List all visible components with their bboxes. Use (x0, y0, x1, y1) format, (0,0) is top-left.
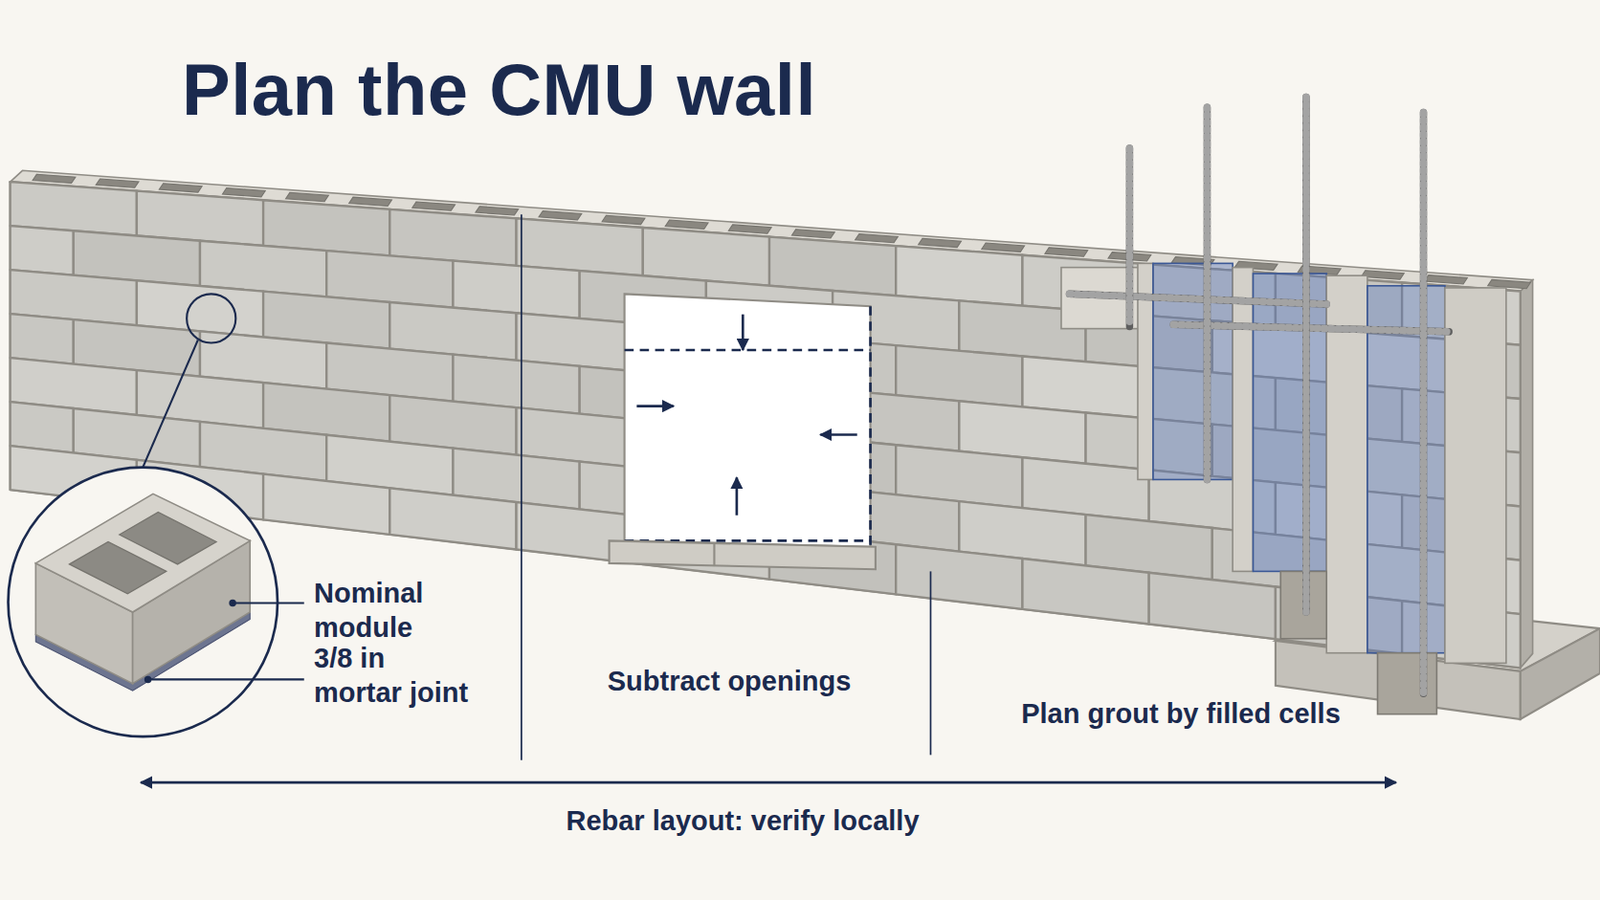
cell-hole (1424, 275, 1468, 285)
cmu-block (389, 488, 516, 550)
cell-hole (918, 238, 962, 247)
cell-hole (475, 206, 519, 216)
part-label: Nominal module (313, 576, 475, 645)
cmu-block (1022, 558, 1149, 624)
cell-hole (222, 188, 266, 198)
cell-hole (855, 233, 899, 243)
span-arrow (140, 781, 1397, 785)
cmu-block (263, 474, 390, 535)
cmu-block (1149, 573, 1276, 640)
cell-hole (95, 178, 139, 188)
detail-callout (8, 293, 305, 737)
cmu-block (10, 313, 74, 365)
cell-hole (349, 197, 393, 206)
cell-hole (158, 183, 202, 193)
cell-hole (412, 201, 456, 211)
cmu-block (895, 544, 1023, 610)
section-dividers (521, 214, 932, 760)
cell-hole (791, 229, 835, 239)
cell-hole (601, 215, 645, 224)
cell-hole (665, 220, 709, 229)
section-label: Subtract openings (601, 664, 858, 699)
grouted-cells (1061, 263, 1507, 714)
cell-hole (32, 174, 76, 183)
rebar (1069, 97, 1450, 695)
wall-opening (609, 293, 876, 570)
cell-hole (538, 211, 582, 221)
cell-hole (1044, 247, 1089, 257)
wall-end (1520, 280, 1534, 669)
cell-hole (286, 192, 330, 201)
section-label: Plan grout by filled cells (1015, 696, 1347, 732)
cmu-block (10, 225, 74, 276)
cell-hole (981, 243, 1025, 252)
title: Plan the CMU wall (181, 53, 817, 127)
part-label: 3/8 in mortar joint (313, 641, 475, 711)
note: Rebar layout: verify locally (559, 803, 925, 839)
cmu-block (10, 401, 74, 453)
cell-hole (728, 224, 772, 234)
